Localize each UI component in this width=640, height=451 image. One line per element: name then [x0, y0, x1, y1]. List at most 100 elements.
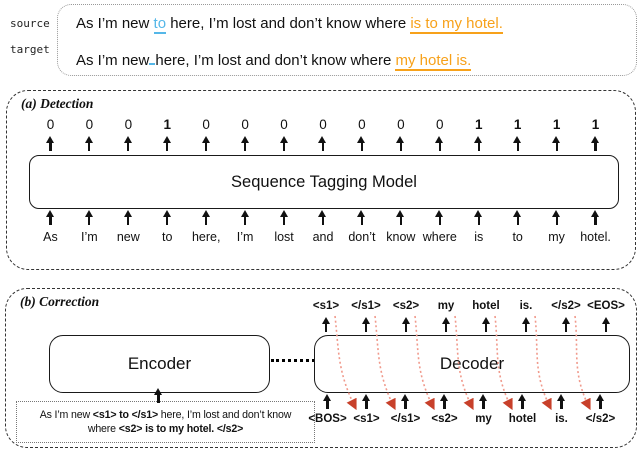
up-arrow [304, 209, 343, 225]
encoder-label: Encoder [127, 354, 192, 373]
input-token: is [474, 230, 484, 244]
up-arrow-icon [590, 209, 601, 225]
tag-label: 1 [513, 116, 522, 132]
up-arrow-icon [240, 209, 251, 225]
up-arrow [581, 393, 620, 409]
up-arrow-icon [478, 393, 489, 409]
up-arrow [542, 393, 581, 409]
up-arrow-icon [441, 316, 452, 332]
target-replaced-span: my hotel is. [395, 52, 472, 71]
up-arrow-icon [361, 393, 372, 409]
correction-panel-label: (b) Correction [20, 294, 100, 309]
source-sentence: As I’m new to here, I’m lost and don’t k… [76, 13, 503, 35]
up-arrow-icon [595, 393, 606, 409]
up-arrow-icon [322, 393, 333, 409]
decoder-output-token: </s2> [551, 300, 581, 312]
up-arrow [420, 209, 459, 225]
target-deletion-gap-marker [149, 41, 156, 65]
input-token: my [548, 230, 565, 244]
input-token: new [116, 230, 140, 244]
source-text-pre: As I’m new [76, 15, 154, 32]
input-token: and [312, 230, 334, 244]
input-token: here, [191, 230, 221, 244]
up-arrow-icon [521, 316, 532, 332]
up-arrow-icon [512, 135, 523, 151]
source-replaced-span: is to my hotel. [410, 15, 503, 34]
input-token: don’t [348, 230, 376, 244]
input-token: to [512, 230, 523, 244]
source-deleted-word: to [153, 15, 167, 34]
up-arrow [148, 135, 187, 151]
up-arrow [346, 316, 386, 332]
up-arrow [70, 135, 109, 151]
encoder-input-text: here, I’m lost and don’t know [158, 409, 292, 421]
up-arrow [31, 209, 70, 225]
up-arrow-icon [400, 393, 411, 409]
decoder-output-token: <s1> [312, 300, 340, 312]
up-arrow-icon [279, 135, 290, 151]
input-token: where [422, 230, 457, 244]
up-arrow-icon [45, 209, 56, 225]
tag-label: 0 [85, 116, 94, 132]
decoder-output-token: <EOS> [587, 300, 625, 312]
encoder-input-line-1: As I’m new <s1> to </s1> here, I’m lost … [40, 408, 292, 422]
up-arrow [425, 393, 464, 409]
up-arrow [381, 209, 420, 225]
up-arrow-icon [201, 209, 212, 225]
source-text-mid: here, I’m lost and don’t know where [166, 15, 411, 32]
tag-label: 0 [280, 116, 288, 132]
up-arrow [265, 209, 304, 225]
tag-label: 1 [474, 116, 483, 132]
up-arrow [347, 393, 386, 409]
detection-panel-label: (a) Detection [21, 96, 94, 111]
up-arrow-icon [473, 209, 484, 225]
up-arrow [265, 135, 304, 151]
sequence-tagging-model-label: Sequence Tagging Model [231, 172, 417, 191]
input-token: know [386, 230, 416, 244]
up-arrow [226, 209, 265, 225]
decoder-input-arrow-row [308, 393, 620, 409]
up-arrow-icon [395, 209, 406, 225]
decoder-input-token: <s1> [353, 413, 380, 425]
up-arrow-icon [123, 209, 134, 225]
tag-label: 0 [319, 116, 327, 132]
up-arrow-icon [317, 209, 328, 225]
tag-label: 0 [436, 116, 444, 132]
up-arrow [537, 135, 576, 151]
up-arrow [546, 316, 586, 332]
tag-output-arrow-row [31, 135, 615, 151]
up-arrow [304, 135, 343, 151]
up-arrow [386, 393, 425, 409]
encoder-input-line-2: where <s2> is to my hotel. </s2> [88, 422, 244, 436]
encoder-input-tagged-span: <s2> is to my hotel. </s2> [118, 423, 244, 435]
tag-label: 1 [163, 116, 172, 132]
up-arrow-icon [356, 209, 367, 225]
up-arrow [109, 209, 148, 225]
up-arrow [187, 209, 226, 225]
up-arrow-icon [123, 135, 134, 151]
up-arrow-icon [473, 135, 484, 151]
tag-label: 0 [46, 116, 55, 132]
up-arrow [576, 135, 615, 151]
decoder-output-arrow-row [306, 316, 626, 332]
up-arrow [226, 135, 265, 151]
up-arrow-icon [395, 135, 406, 151]
example-sentence-box: As I’m new to here, I’m lost and don’t k… [57, 4, 637, 76]
sequence-tagging-model-box: Sequence Tagging Model [29, 155, 619, 209]
up-arrow-icon [162, 209, 173, 225]
tag-input-arrow-row [31, 209, 615, 225]
input-token: to [162, 230, 173, 244]
up-arrow-icon [84, 209, 95, 225]
up-arrow-icon [590, 135, 601, 151]
decoder-output-token: <s2> [392, 300, 420, 312]
encoder-decoder-dotted-connector [271, 359, 315, 362]
up-arrow [586, 316, 626, 332]
up-arrow [464, 393, 503, 409]
tag-label: 0 [241, 116, 249, 132]
up-arrow-icon [551, 209, 562, 225]
correction-panel: (b) Correction Encoder Decoder <s1></s1>… [5, 288, 637, 448]
